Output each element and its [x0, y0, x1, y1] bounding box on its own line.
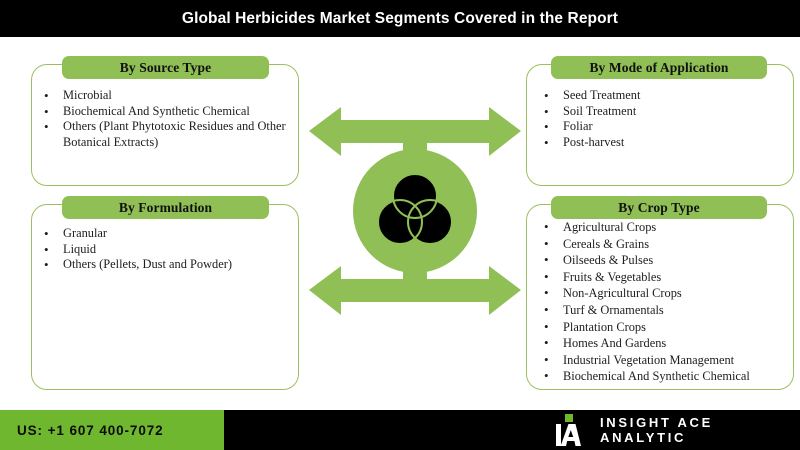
bullet-icon: • [544, 301, 549, 317]
list-item-label: Fruits & Vegetables [563, 269, 662, 284]
arrow-top-left [309, 107, 411, 156]
list-item-label: Others (Pellets, Dust and Powder) [63, 257, 232, 272]
list-item: • Granular [38, 226, 296, 241]
list-item: • Others (Pellets, Dust and Powder) [38, 257, 296, 272]
segment-title-mode-of-application: By Mode of Application [589, 59, 729, 75]
list-item: • Soil Treatment [538, 104, 792, 119]
segment-tab-mode-of-application[interactable]: By Mode of Application [551, 56, 767, 79]
venn-diagram-icon [377, 173, 453, 245]
bullet-icon: • [44, 226, 49, 241]
list-item-label: Soil Treatment [563, 103, 637, 118]
list-item: • Cereals & Grains [538, 236, 792, 253]
bullet-icon: • [544, 368, 549, 384]
list-item: • Non-Agricultural Crops [538, 285, 792, 302]
bullet-icon: • [44, 88, 49, 103]
bullet-icon: • [44, 119, 49, 135]
list-item-label: Others (Plant Phytotoxic Residues and Ot… [63, 119, 286, 149]
bullet-icon: • [44, 257, 49, 273]
segment-tab-source-type[interactable]: By Source Type [62, 56, 269, 79]
bullet-icon: • [544, 119, 549, 135]
bullet-icon: • [544, 103, 549, 119]
list-item: • Biochemical And Synthetic Chemical [38, 104, 296, 119]
segment-list-mode-of-application: •Seed Treatment •Soil Treatment •Foliar … [538, 88, 792, 151]
list-item: • Plantation Crops [538, 319, 792, 336]
segment-list-crop-type: • Agricultural Crops • Cereals & Grains • O… [538, 219, 792, 385]
list-item-label: Non-Agricultural Crops [563, 286, 682, 301]
arrow-bottom-right [419, 266, 521, 315]
bullet-icon: • [44, 103, 49, 119]
segment-list-source-type: • Microbial • Biochemical And Synthetic Ch… [38, 88, 296, 150]
list-item: • Fruits & Vegetables [538, 269, 792, 286]
list-item: • Oilseeds & Pulses [538, 252, 792, 269]
segment-box-source-type [31, 64, 299, 186]
bullet-icon: • [544, 335, 549, 351]
list-item: • Turf & Ornamentals [538, 302, 792, 319]
center-graphic [305, 98, 525, 323]
footer-bar: US: +1 607 400-7072 INSIGHT ACE ANALYTIC [0, 410, 800, 450]
list-item: • Biochemical And Synthetic Chemical [538, 368, 792, 385]
bullet-icon: • [544, 285, 549, 301]
bullet-icon: • [544, 219, 549, 234]
insight-ace-a-logo-icon [556, 412, 582, 448]
segment-title-crop-type: By Crop Type [618, 199, 700, 215]
list-item-label: Industrial Vegetation Management [563, 352, 735, 367]
list-item: • Homes And Gardens [538, 335, 792, 352]
footer-logo[interactable]: INSIGHT ACE ANALYTIC [556, 410, 800, 450]
bullet-icon: • [544, 268, 549, 284]
bullet-icon: • [44, 241, 49, 257]
list-item-label: Liquid [63, 241, 97, 256]
list-item: • Agricultural Crops [538, 219, 792, 236]
header-bar: Global Herbicides Market Segments Covere… [0, 0, 800, 37]
footer-phone-number: US: +1 607 400-7072 [17, 422, 164, 438]
arrow-top-right [419, 107, 521, 156]
footer-brand-name: INSIGHT ACE ANALYTIC [600, 415, 714, 445]
segment-list-formulation: • Granular • Liquid • Others (Pellets, Dust… [38, 226, 296, 273]
list-item-label: Turf & Ornamentals [563, 302, 664, 317]
list-item-label: Microbial [63, 88, 112, 102]
list-item-label: Oilseeds & Pulses [563, 253, 654, 268]
footer-phone-block[interactable]: US: +1 607 400-7072 [0, 410, 224, 450]
list-item: • Others (Plant Phytotoxic Residues and O… [38, 119, 296, 149]
list-item-label: Foliar [563, 119, 593, 134]
list-item: • Seed Treatment [538, 88, 792, 103]
list-item: • Liquid [38, 242, 296, 257]
bullet-icon: • [544, 318, 549, 334]
list-item-label: Plantation Crops [563, 319, 646, 334]
arrow-bottom-left [309, 266, 411, 315]
segment-title-source-type: By Source Type [119, 59, 212, 75]
list-item-label: Agricultural Crops [563, 220, 657, 234]
bullet-icon: • [544, 135, 549, 151]
list-item: • Industrial Vegetation Management [538, 352, 792, 369]
segment-tab-formulation[interactable]: By Formulation [62, 196, 269, 219]
list-item-label: Granular [63, 226, 108, 240]
bullet-icon: • [544, 235, 549, 251]
list-item-label: Seed Treatment [563, 88, 641, 102]
bullet-icon: • [544, 88, 549, 103]
segment-box-mode-of-application [526, 64, 794, 186]
list-item-label: Biochemical And Synthetic Chemical [563, 369, 750, 384]
list-item-label: Cereals & Grains [563, 236, 650, 251]
segment-box-formulation [31, 204, 299, 390]
list-item-label: Post-harvest [563, 135, 625, 150]
list-item-label: Homes And Gardens [563, 336, 667, 351]
segment-tab-crop-type[interactable]: By Crop Type [551, 196, 767, 219]
bullet-icon: • [544, 252, 549, 268]
list-item: • Foliar [538, 119, 792, 134]
list-item: • Post-harvest [538, 135, 792, 150]
list-item-label: Biochemical And Synthetic Chemical [63, 103, 250, 118]
list-item: • Microbial [38, 88, 296, 103]
bullet-icon: • [544, 351, 549, 367]
page-title: Global Herbicides Market Segments Covere… [181, 9, 619, 27]
segment-box-crop-type [526, 204, 794, 390]
segment-title-formulation: By Formulation [118, 199, 213, 215]
